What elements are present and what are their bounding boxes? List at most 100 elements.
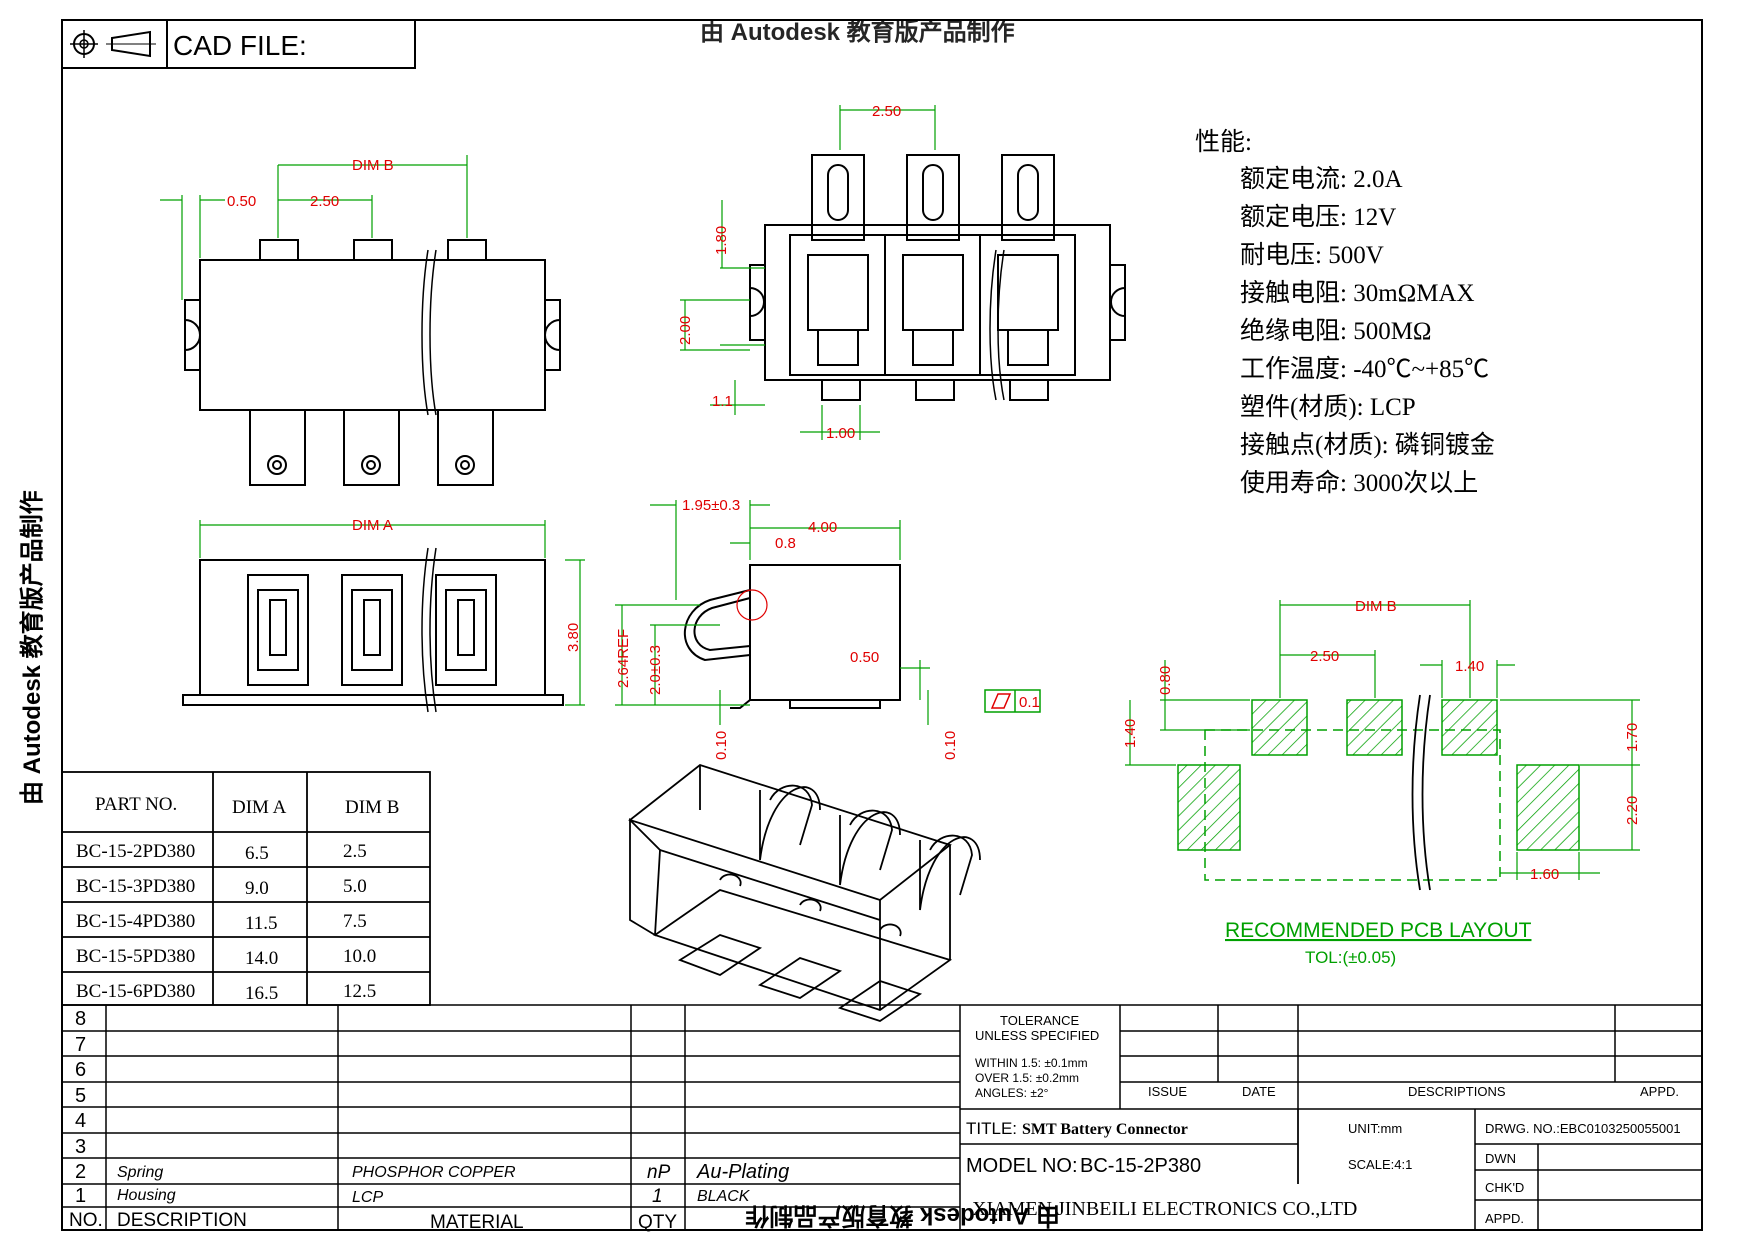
dim-250-label: 2.50 xyxy=(310,193,339,210)
bom-description: Housing xyxy=(117,1187,176,1204)
cad-file-box: CAD FILE: xyxy=(61,19,416,69)
front-view xyxy=(182,547,564,713)
top-view xyxy=(184,239,561,486)
pcb-dim-250-label: 2.50 xyxy=(1310,648,1339,665)
dwn-label: DWN xyxy=(1485,1151,1516,1166)
part-table-cell: 9.0 xyxy=(245,878,269,899)
descriptions-header: DESCRIPTIONS xyxy=(1408,1084,1506,1099)
bom-row-number: 3 xyxy=(75,1136,86,1158)
pcb-pad xyxy=(1441,699,1498,756)
side-view-dimensions xyxy=(615,500,930,725)
dim-20-label: 2.0±0.3 xyxy=(647,645,664,695)
dim-11-label: 1.1 xyxy=(712,393,733,410)
spec-line: 使用寿命: 3000次以上 xyxy=(1240,469,1478,497)
part-table-cell: 7.5 xyxy=(343,911,367,932)
company-name: XIAMEN JINBEILI ELECTRONICS CO.,LTD xyxy=(972,1198,1357,1220)
title-value: SMT Battery Connector xyxy=(1022,1121,1188,1138)
bom-header-no: NO. xyxy=(69,1210,103,1231)
dim-050-label: 0.50 xyxy=(227,193,256,210)
drawing-number: DRWG. NO.:EBC0103250055001 xyxy=(1485,1121,1681,1136)
specifications-block: 性能: 额定电流: 2.0A 额定电压: 12V 耐电压: 500V 接触电阻:… xyxy=(1195,128,1495,497)
pcb-pad xyxy=(1251,699,1308,756)
spec-line: 塑件(材质): LCP xyxy=(1240,393,1416,421)
dim-a-label: DIM A xyxy=(352,517,393,534)
isometric-view xyxy=(628,763,981,1022)
dim-010b-label: 0.10 xyxy=(942,731,959,760)
bom-row-number: 2 xyxy=(75,1161,86,1183)
pcb-layout-tol: TOL:(±0.05) xyxy=(1305,948,1396,967)
tolerance-within: WITHIN 1.5: ±0.1mm xyxy=(975,1056,1088,1070)
part-table-cell: 14.0 xyxy=(245,948,278,969)
spec-line: 额定电压: 12V xyxy=(1240,203,1396,231)
bom-qty: nP xyxy=(647,1162,671,1183)
pcb-layout xyxy=(1177,694,1580,891)
pcb-pad xyxy=(1346,699,1403,756)
part-table-cell: BC-15-5PD380 xyxy=(76,946,195,967)
connector-top-view xyxy=(749,154,1126,401)
model-label: MODEL NO: xyxy=(966,1155,1078,1177)
part-table-cell: BC-15-4PD380 xyxy=(76,911,195,932)
appd-label: APPD. xyxy=(1485,1211,1524,1226)
part-table-header: DIM A xyxy=(232,797,287,818)
dim-050b-label: 0.50 xyxy=(850,649,879,666)
bom-row-number: 1 xyxy=(75,1185,86,1207)
model-value: BC-15-2P380 xyxy=(1080,1155,1201,1177)
projection-symbol-icon xyxy=(70,30,156,58)
bom-row-number: 5 xyxy=(75,1085,86,1107)
appd-header: APPD. xyxy=(1640,1084,1679,1099)
sheet-border xyxy=(61,19,1703,1231)
bom-description: Spring xyxy=(117,1164,163,1181)
date-header: DATE xyxy=(1242,1084,1276,1099)
dim-08-label: 0.8 xyxy=(775,535,796,552)
pcb-dim-220-label: 2.20 xyxy=(1624,796,1641,825)
dim-180-label: 1.80 xyxy=(713,226,730,255)
watermark-bottom: 由 Autodesk 教育版产品制作 xyxy=(745,1202,1060,1230)
bom-material: PHOSPHOR COPPER xyxy=(352,1164,516,1181)
pcb-dim-140b-label: 1.40 xyxy=(1122,719,1139,748)
dim-b-label: DIM B xyxy=(352,157,394,174)
bom-row-number: 7 xyxy=(75,1034,86,1056)
flatness-tolerance-frame: 0.1 xyxy=(984,689,1041,713)
dim-010a-label: 0.10 xyxy=(713,731,730,760)
part-table-cell: 16.5 xyxy=(245,983,278,1004)
spec-line: 接触点(材质): 磷铜镀金 xyxy=(1240,431,1495,459)
pcb-pad xyxy=(1177,764,1241,851)
issue-header: ISSUE xyxy=(1148,1084,1187,1099)
contact-radius-marker xyxy=(736,589,768,621)
pcb-dim-b-label: DIM B xyxy=(1355,598,1397,615)
spec-line: 额定电流: 2.0A xyxy=(1240,165,1403,193)
bom-row-number: 6 xyxy=(75,1059,86,1081)
flatness-symbol-icon xyxy=(990,693,1012,709)
bom-header-material: MATERIAL xyxy=(430,1212,524,1233)
pcb-dim-170-label: 1.70 xyxy=(1624,723,1641,752)
part-table-cell: 10.0 xyxy=(343,946,376,967)
side-view xyxy=(683,564,901,709)
pcb-dim-160-label: 1.60 xyxy=(1530,866,1559,883)
front-view-dimensions xyxy=(199,520,585,706)
part-table-cell: BC-15-6PD380 xyxy=(76,981,195,1002)
dim-195-label: 1.95±0.3 xyxy=(682,497,740,514)
pcb-dim-140a-label: 1.40 xyxy=(1455,658,1484,675)
bom-header-description: DESCRIPTION xyxy=(117,1210,247,1231)
title-block xyxy=(960,1005,1702,1230)
spec-line: 接触电阻: 30mΩMAX xyxy=(1240,279,1475,307)
part-table-header: PART NO. xyxy=(95,794,177,815)
bom-table xyxy=(62,1004,1702,1230)
tolerance-angles: ANGLES: ±2° xyxy=(975,1086,1049,1100)
part-table-cell: 5.0 xyxy=(343,876,367,897)
bom-finish: BLACK xyxy=(697,1188,751,1205)
tolerance-over: OVER 1.5: ±0.2mm xyxy=(975,1071,1079,1085)
top-view-dimensions xyxy=(160,155,468,300)
bom-row-number: 4 xyxy=(75,1110,86,1132)
dim-380-label: 3.80 xyxy=(565,623,582,652)
unit-label: UNIT:mm xyxy=(1348,1121,1402,1136)
title-label: TITLE: xyxy=(966,1119,1017,1138)
watermark-top: 由 Autodesk 教育版产品制作 xyxy=(700,18,1015,46)
pcb-dimensions xyxy=(1125,600,1640,880)
dim-264-label: 2.64REF xyxy=(615,629,632,688)
bom-finish: Au-Plating xyxy=(696,1161,789,1183)
cad-file-label: CAD FILE: xyxy=(173,30,307,61)
tolerance-sub: UNLESS SPECIFIED xyxy=(975,1028,1099,1043)
part-table-cell: 12.5 xyxy=(343,981,376,1002)
part-table-cell: 6.5 xyxy=(245,843,269,864)
